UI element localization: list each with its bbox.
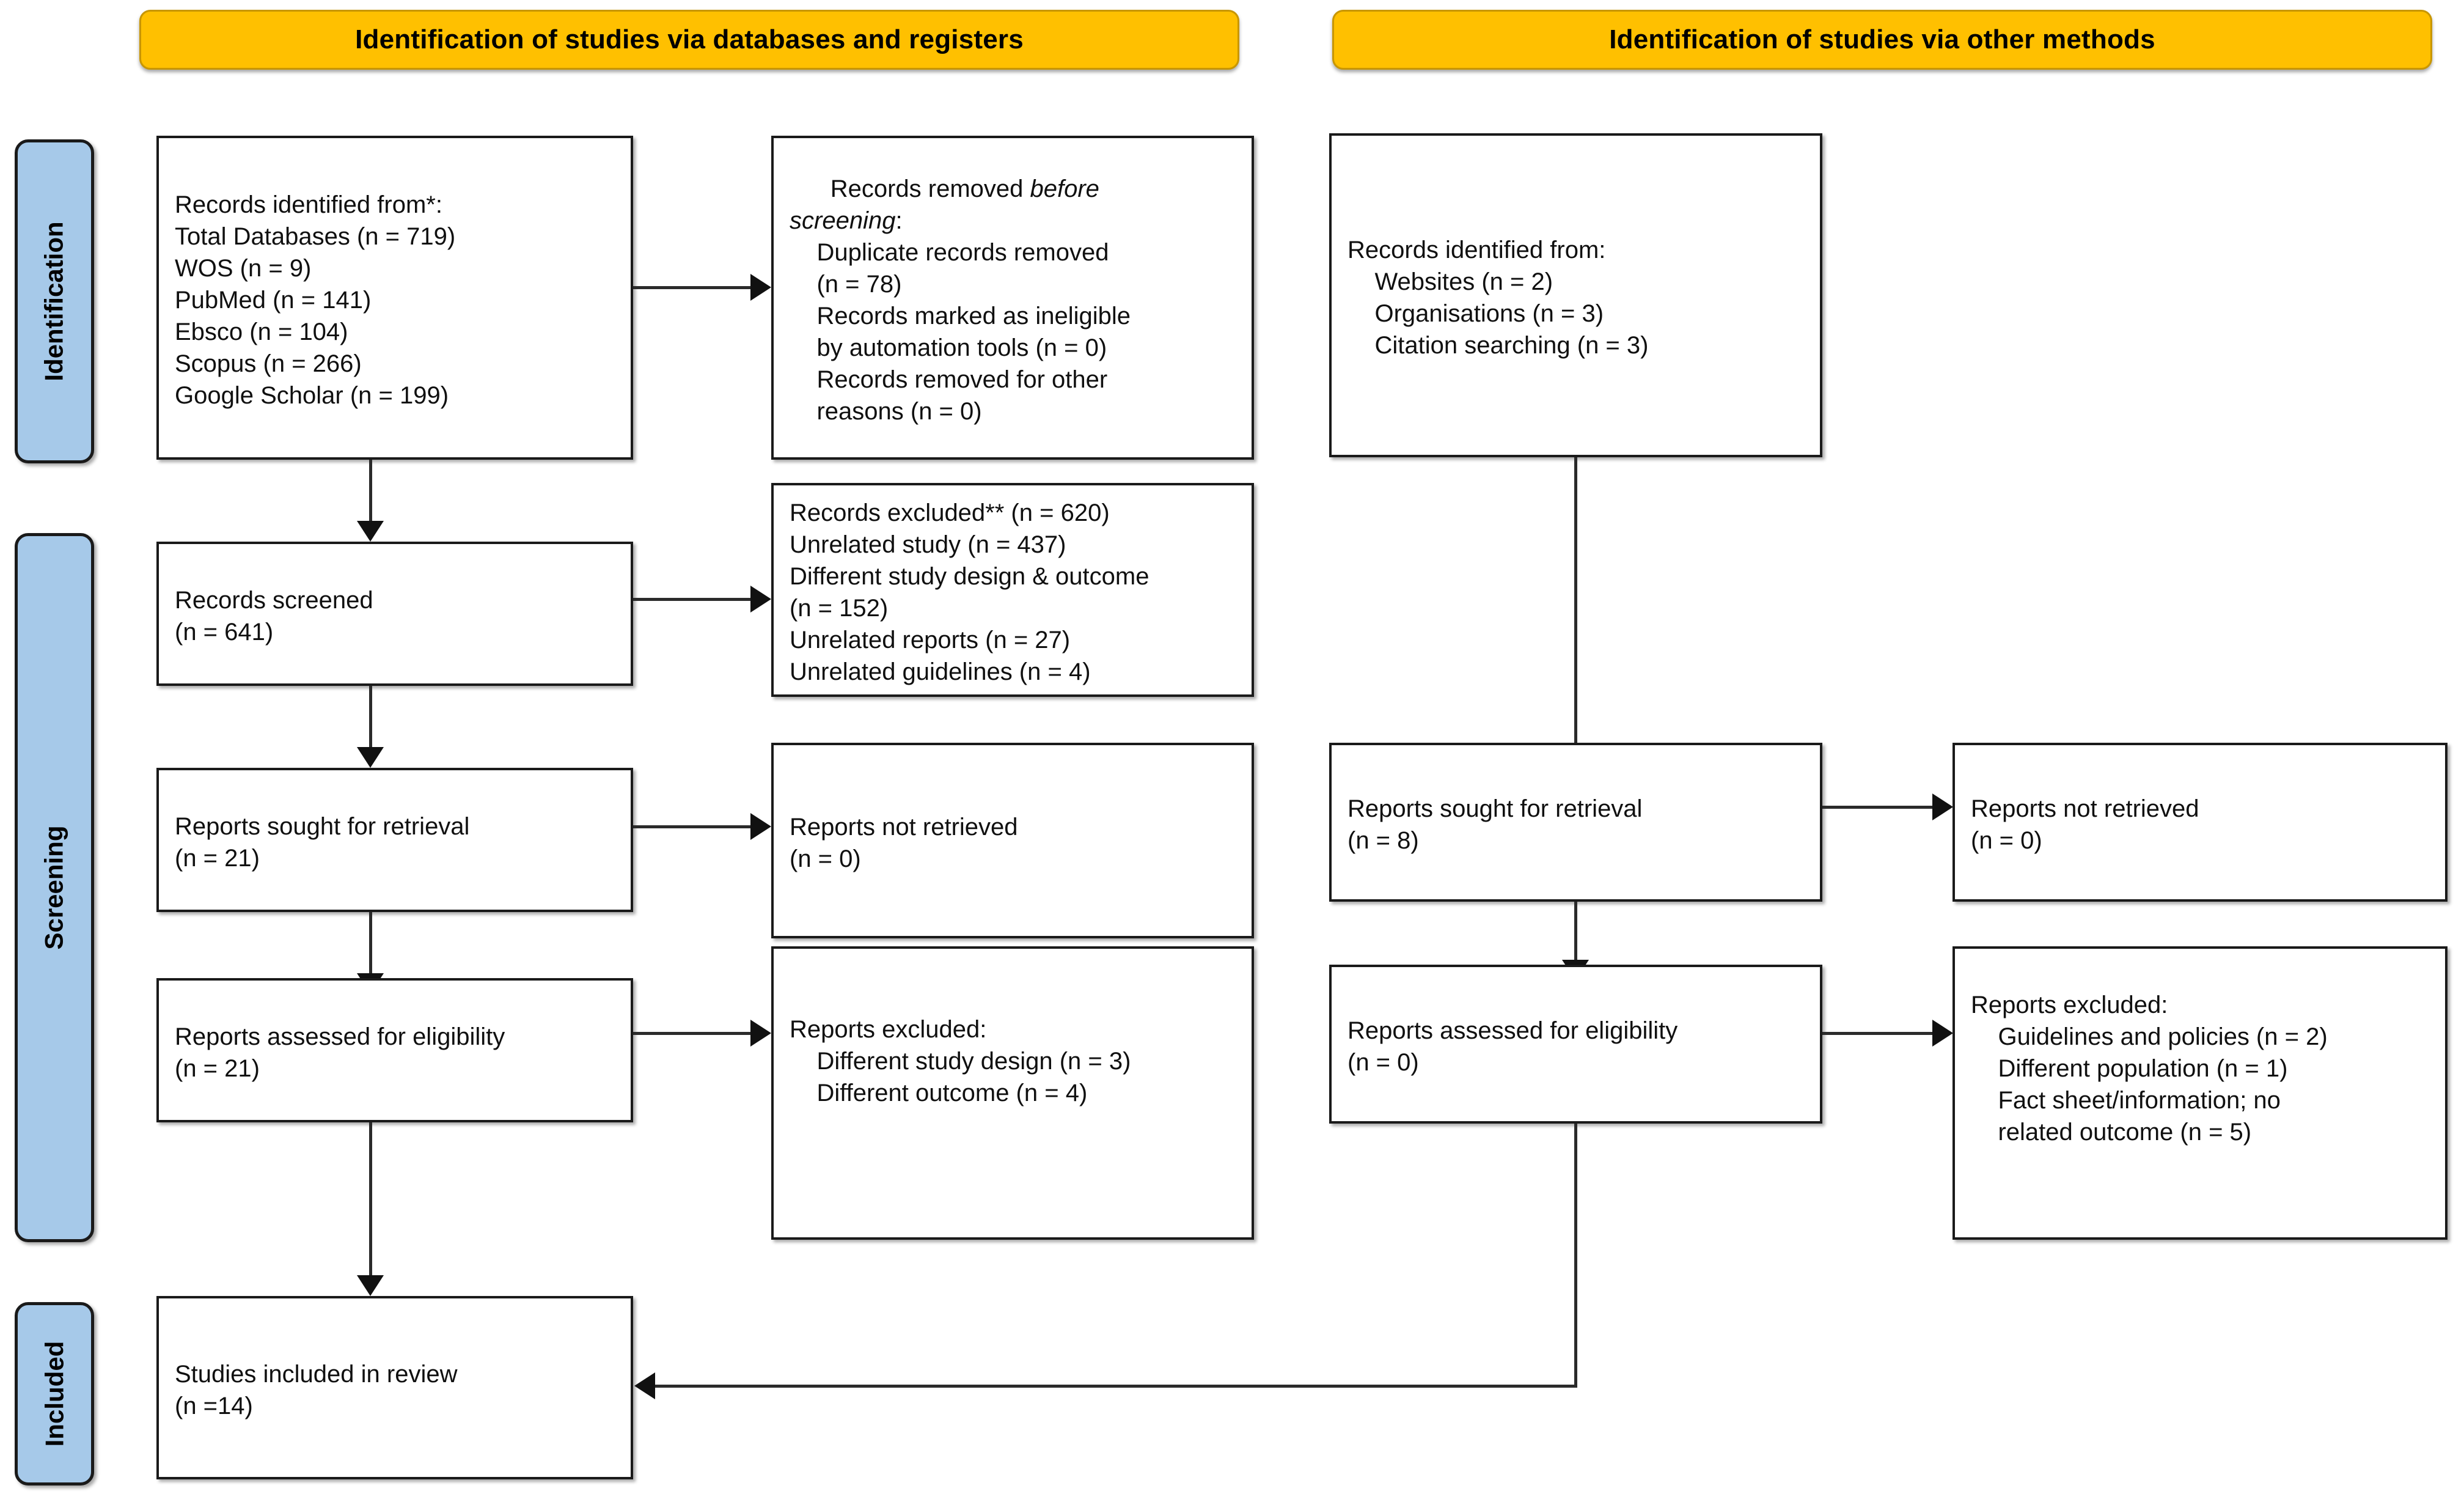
box-records-screened: Records screened (n = 641)	[156, 542, 633, 686]
connector-sought-to-notretrieved-databases	[633, 825, 750, 828]
connector-screened-to-sought-arrow	[357, 747, 384, 768]
connector-other-to-included-arrow	[634, 1372, 655, 1399]
connector-sought-to-notretrieved-databases-arrow	[750, 813, 771, 840]
box-records-identified-other: Records identified from: Websites (n = 2…	[1329, 133, 1822, 457]
box-studies-included-text: Studies included in review (n =14)	[175, 1361, 458, 1419]
banner-databases-label: Identification of studies via databases …	[355, 24, 1024, 54]
connector-identified-other-to-sought-other	[1574, 457, 1577, 745]
connector-assessed-to-included	[369, 1122, 372, 1275]
box-reports-assessed-databases-text: Reports assessed for eligibility (n = 21…	[175, 1023, 505, 1082]
stage-tab-identification: Identification	[15, 139, 94, 463]
connector-sought-to-notretrieved-other-arrow	[1932, 793, 1953, 820]
box-reports-assessed-databases: Reports assessed for eligibility (n = 21…	[156, 978, 633, 1122]
stage-tab-included-label: Included	[40, 1341, 68, 1447]
stage-tab-included: Included	[15, 1302, 94, 1485]
connector-identified-to-removed	[633, 286, 750, 289]
stage-tab-screening-label: Screening	[40, 825, 69, 950]
connector-identified-to-removed-arrow	[750, 274, 771, 301]
box-reports-excluded-other: Reports excluded: Guidelines and policie…	[1953, 946, 2448, 1240]
connector-assessed-to-excluded-databases	[633, 1032, 750, 1035]
connector-other-to-included-vertical	[1574, 1124, 1577, 1388]
box-records-removed-heading-plain: Records removed	[830, 175, 1030, 202]
connector-assessed-to-excluded-databases-arrow	[750, 1020, 771, 1047]
box-studies-included: Studies included in review (n =14)	[156, 1296, 633, 1479]
connector-sought-to-notretrieved-other	[1822, 806, 1932, 809]
box-reports-not-retrieved-databases-text: Reports not retrieved (n = 0)	[790, 814, 1018, 872]
box-records-identified-text: Records identified from*: Total Database…	[175, 191, 456, 409]
box-records-removed-heading-tail: :	[895, 207, 903, 234]
box-reports-not-retrieved-other: Reports not retrieved (n = 0)	[1953, 743, 2448, 902]
box-reports-not-retrieved-other-text: Reports not retrieved (n = 0)	[1971, 795, 2199, 854]
connector-sought-to-assessed-databases	[369, 912, 372, 973]
banner-other-methods-label: Identification of studies via other meth…	[1609, 24, 2155, 54]
box-records-screened-text: Records screened (n = 641)	[175, 587, 373, 646]
box-reports-not-retrieved-databases: Reports not retrieved (n = 0)	[771, 743, 1254, 938]
box-records-excluded-text: Records excluded** (n = 620) Unrelated s…	[790, 499, 1150, 685]
connector-assessed-to-included-arrow	[357, 1275, 384, 1296]
banner-other-methods: Identification of studies via other meth…	[1332, 10, 2432, 70]
banner-databases: Identification of studies via databases …	[139, 10, 1239, 70]
connector-identified-to-screened	[369, 460, 372, 521]
box-reports-sought-other: Reports sought for retrieval (n = 8)	[1329, 743, 1822, 902]
connector-screened-to-sought	[369, 686, 372, 747]
box-reports-excluded-databases: Reports excluded: Different study design…	[771, 946, 1254, 1240]
connector-identified-to-screened-arrow	[357, 521, 384, 542]
box-records-removed-list: Duplicate records removed (n = 78) Recor…	[816, 239, 1131, 425]
box-reports-excluded-databases-text: Reports excluded: Different study design…	[790, 1016, 1131, 1106]
box-records-excluded: Records excluded** (n = 620) Unrelated s…	[771, 483, 1254, 697]
box-records-identified: Records identified from*: Total Database…	[156, 136, 633, 460]
connector-assessed-to-excluded-other	[1822, 1032, 1932, 1035]
stage-tab-screening: Screening	[15, 533, 94, 1242]
box-reports-excluded-other-text: Reports excluded: Guidelines and policie…	[1971, 992, 2328, 1146]
box-reports-assessed-other-text: Reports assessed for eligibility (n = 0)	[1348, 1017, 1678, 1076]
box-reports-assessed-other: Reports assessed for eligibility (n = 0)	[1329, 965, 1822, 1124]
box-reports-sought-databases-text: Reports sought for retrieval (n = 21)	[175, 813, 470, 872]
box-records-identified-other-text: Records identified from: Websites (n = 2…	[1348, 237, 1649, 359]
connector-screened-to-excluded-arrow	[750, 586, 771, 613]
connector-screened-to-excluded	[633, 598, 750, 601]
connector-assessed-to-excluded-other-arrow	[1932, 1020, 1953, 1047]
box-reports-sought-other-text: Reports sought for retrieval (n = 8)	[1348, 795, 1643, 854]
connector-sought-other-to-assessed-other	[1574, 902, 1577, 960]
box-records-removed: Records removed before screening: Duplic…	[771, 136, 1254, 460]
box-records-removed-heading-italic: before screening	[790, 175, 1099, 234]
stage-tab-identification-label: Identification	[40, 221, 68, 381]
connector-other-to-included-horizontal	[655, 1385, 1577, 1388]
box-reports-sought-databases: Reports sought for retrieval (n = 21)	[156, 768, 633, 912]
